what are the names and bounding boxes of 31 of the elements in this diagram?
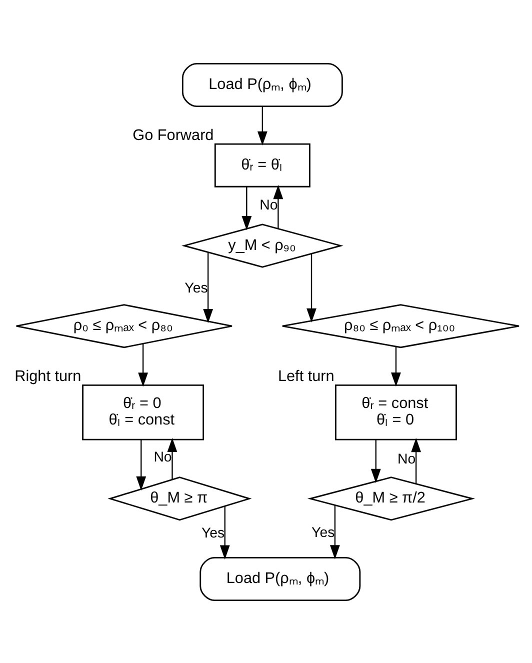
arrow xyxy=(391,346,401,386)
arrow xyxy=(306,253,316,322)
edge-label: No xyxy=(154,448,172,465)
arrow xyxy=(220,506,230,559)
edge-label: No xyxy=(260,197,278,214)
node-box: θ̇ᵣ = const θ̇ₗ = 0 xyxy=(335,384,457,440)
node-box: Load P(ρₘ, ϕₘ) xyxy=(200,556,361,600)
node-box: θ̇ᵣ = θ̇ₗ xyxy=(214,142,310,187)
arrow xyxy=(136,439,146,490)
arrow xyxy=(167,437,178,479)
node-box: Load P(ρₘ, ϕₘ) xyxy=(182,62,343,106)
edge-label: Yes xyxy=(312,524,335,540)
arrow xyxy=(257,106,268,146)
node-label: Go Forward xyxy=(132,126,214,144)
edge-label: Yes xyxy=(184,280,208,296)
arrow xyxy=(330,505,340,559)
arrow xyxy=(242,186,252,230)
arrow xyxy=(411,437,422,484)
arrow xyxy=(273,184,284,228)
node-diamond: ρ₈₀ ≤ ρₘₐₓ < ρ₁₀₀ xyxy=(282,304,520,348)
node-label: Left turn xyxy=(278,367,334,384)
node-diamond: y_M < ρ₉₀ xyxy=(181,223,344,268)
arrow xyxy=(138,343,148,386)
arrow xyxy=(370,439,381,483)
arrow xyxy=(203,252,214,323)
node-diamond: ρ₀ ≤ ρₘₐₓ < ρ₈₀ xyxy=(16,304,233,348)
node-diamond: θ_M ≥ π/2 xyxy=(307,476,476,520)
edge-label: No xyxy=(398,451,416,468)
node-box: θ̇ᵣ = 0 θ̇ₗ = const xyxy=(82,384,204,440)
node-label: Right turn xyxy=(14,367,82,384)
edge-label: Yes xyxy=(202,524,225,541)
